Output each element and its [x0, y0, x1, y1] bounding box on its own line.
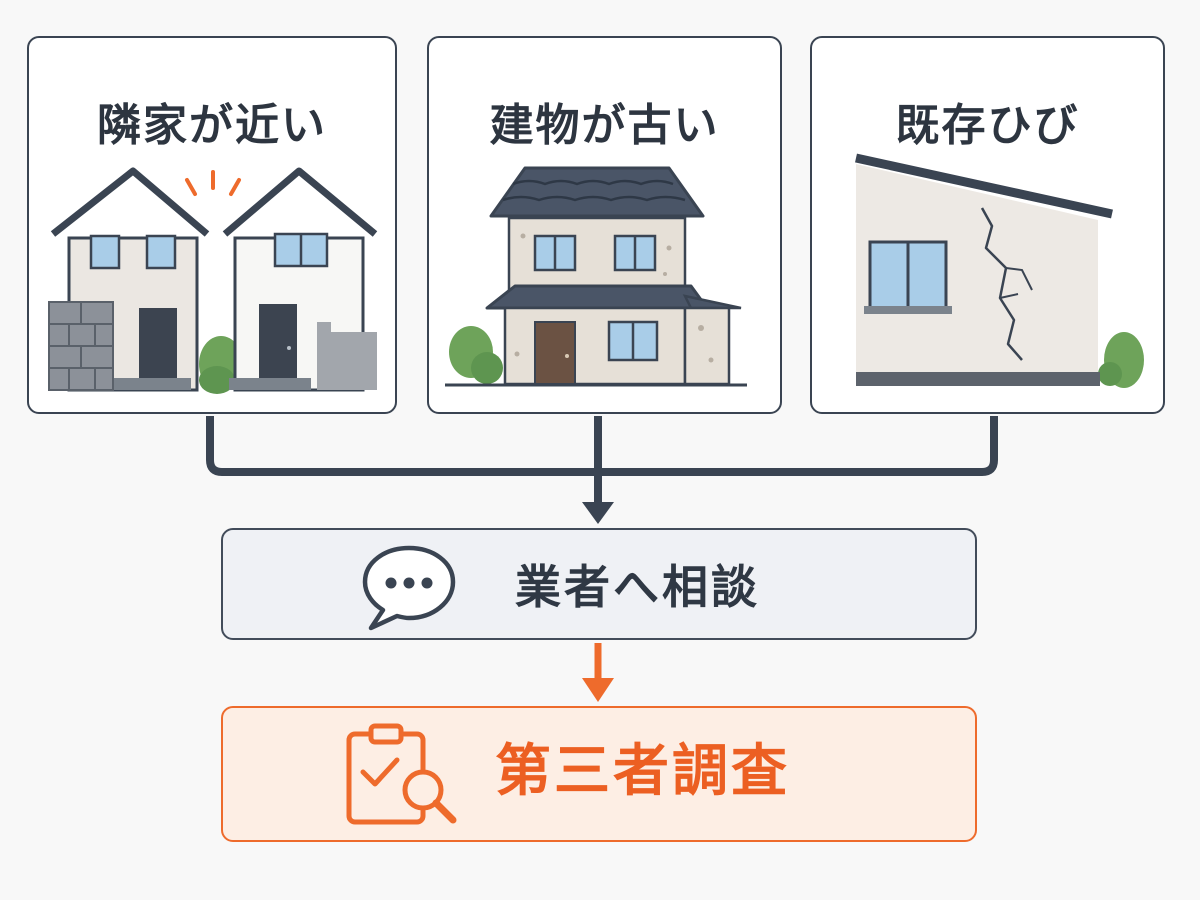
clipboard-search-icon [346, 723, 457, 825]
consult-label: 業者へ相談 [515, 560, 760, 614]
arrow-down-to-consult [582, 502, 614, 524]
survey-label: 第三者調査 [495, 739, 790, 804]
card-title: 隣家が近い [97, 100, 327, 151]
speech-bubble-icon [362, 545, 456, 631]
cracked-wall-icon [855, 153, 1144, 388]
third-party-survey-step: 第三者調査 [221, 706, 977, 842]
card-neighbor-close: 隣家が近い [27, 36, 397, 414]
card-existing-cracks: 既存ひび [810, 36, 1165, 414]
old-house-icon [445, 166, 747, 387]
consult-step: 業者へ相談 [221, 528, 977, 640]
arrow-down-to-survey [582, 678, 614, 702]
card-old-building: 建物が古い [427, 36, 782, 414]
merge-connector [206, 416, 998, 505]
card-title: 既存ひび [895, 100, 1080, 151]
card-title: 建物が古い [489, 100, 720, 151]
neighbor-houses-icon [48, 167, 378, 394]
